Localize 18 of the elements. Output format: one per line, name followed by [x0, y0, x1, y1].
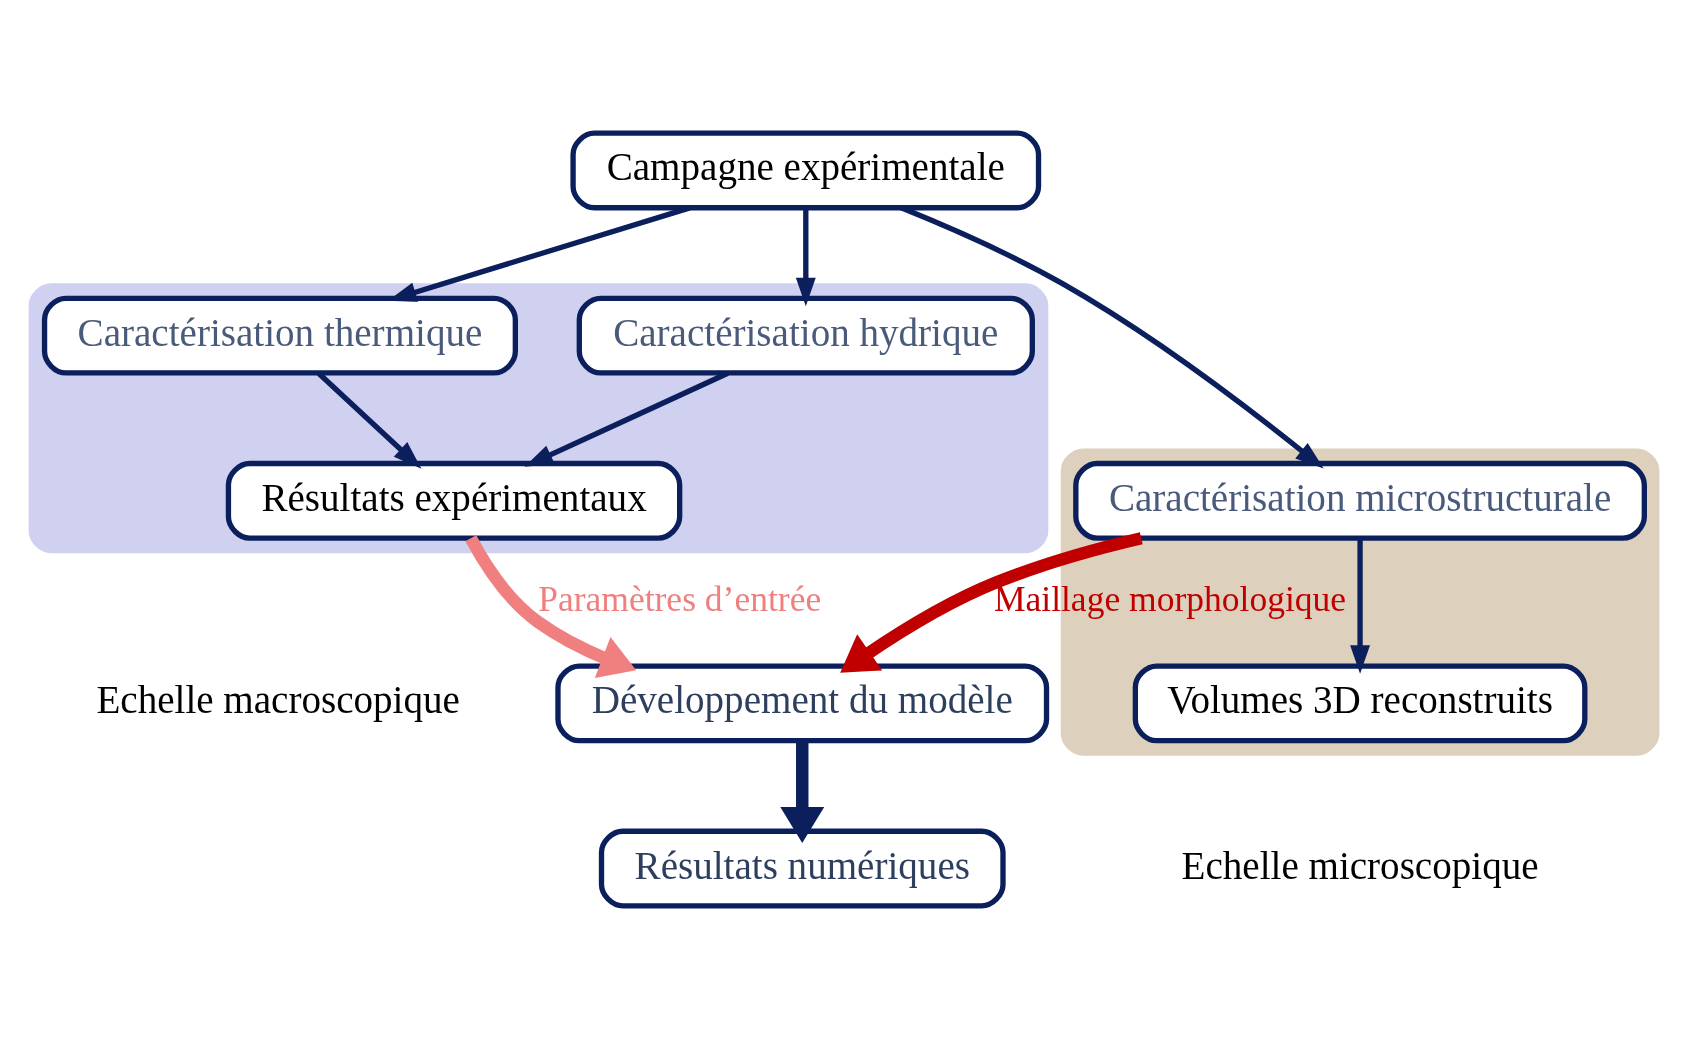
arrow	[524, 370, 729, 467]
node-box: Caractérisation microstructurale	[1073, 460, 1647, 541]
node-box: Caractérisation thermique	[41, 295, 518, 376]
arrow	[795, 207, 816, 306]
node-box: Campagne expérimentale	[570, 129, 1042, 210]
edge-label: Maillage morphologique	[993, 578, 1347, 619]
node-box: Volumes 3D reconstruits	[1132, 662, 1588, 743]
edge-label: Paramètres d’entrée	[538, 578, 822, 619]
arrow	[465, 534, 637, 678]
node-box: Développement du modèle	[555, 662, 1050, 743]
label: Echelle microscopique	[1181, 843, 1539, 887]
node-box: Résultats numériques	[598, 828, 1006, 909]
node-box: Résultats expérimentaux	[225, 460, 683, 541]
arrow	[1350, 537, 1371, 674]
arrow	[780, 740, 825, 843]
arrow	[840, 531, 1143, 673]
node-box: Caractérisation hydrique	[576, 295, 1035, 376]
label: Echelle macroscopique	[96, 677, 460, 721]
